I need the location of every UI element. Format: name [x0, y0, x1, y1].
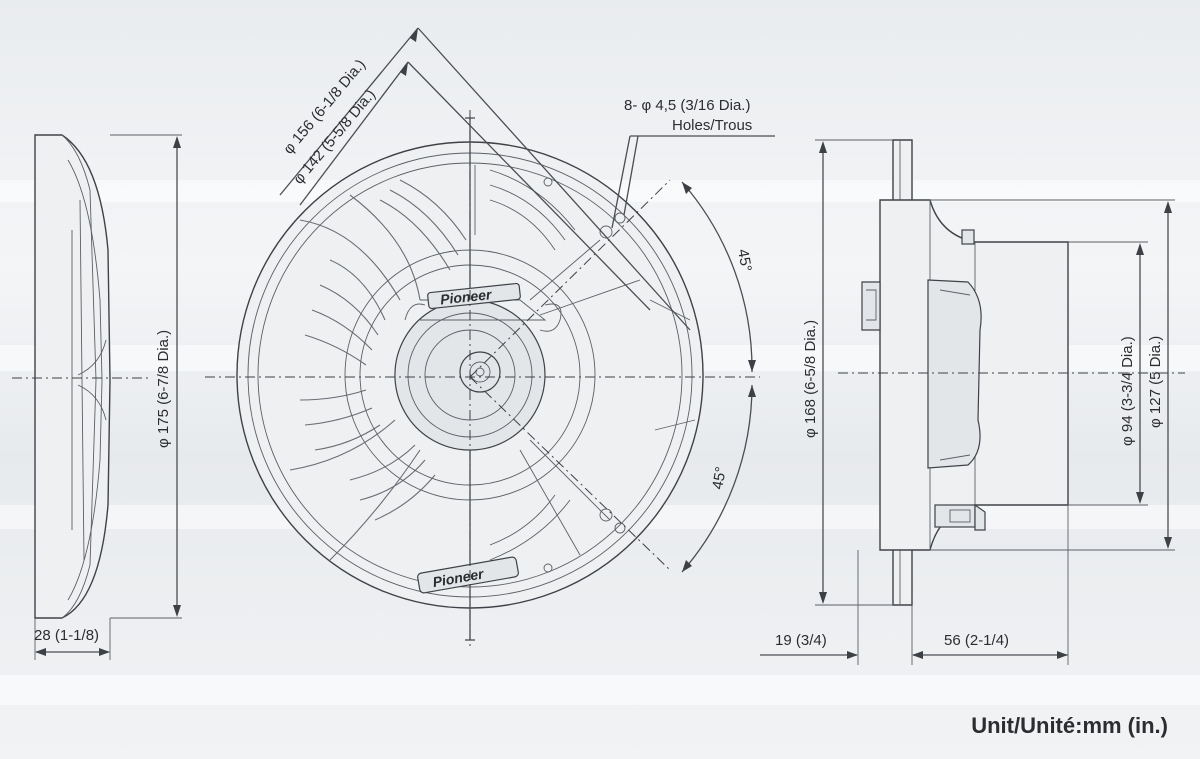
label-holes-line2: Holes/Trous — [672, 117, 752, 134]
label-dia168: φ 168 (6-5/8 Dia.) — [802, 320, 819, 438]
dimension-175: φ 175 (6-7/8 Dia.) — [110, 134, 182, 619]
label-holes-line1: 8- φ 4,5 (3/16 Dia.) — [624, 97, 750, 114]
grille-side-view — [34, 134, 111, 619]
dimension-94: φ 94 (3-3/4 Dia.) — [1068, 241, 1148, 506]
label-depth28: 28 (1-1/8) — [34, 627, 99, 644]
hole-axis-line — [469, 376, 671, 571]
dimension-19: 19 (3/4) — [760, 550, 1068, 665]
angle-45-bottom: 45° — [681, 384, 756, 573]
hole-axis-line — [469, 179, 671, 378]
unit-label: Unit/Unité:mm (in.) — [971, 713, 1168, 738]
label-depth19: 19 (3/4) — [775, 632, 827, 649]
speaker-side-view — [861, 139, 1069, 606]
label-dia127: φ 127 (5 Dia.) — [1147, 336, 1164, 428]
label-angle-top: 45° — [734, 248, 755, 273]
grille-pattern — [289, 179, 467, 561]
dimension-127: φ 127 (5 Dia.) — [930, 199, 1175, 551]
label-angle-bottom: 45° — [709, 465, 730, 490]
background-band — [0, 675, 1200, 705]
dimension-168: φ 168 (6-5/8 Dia.) — [802, 139, 893, 606]
holes-callout: 8- φ 4,5 (3/16 Dia.) Holes/Trous — [611, 97, 775, 229]
angle-45-top: 45° — [681, 181, 756, 373]
dimension-28: 28 (1-1/8) — [34, 618, 111, 660]
dimension-56: 56 (2-1/4) — [944, 505, 1069, 665]
label-dia94: φ 94 (3-3/4 Dia.) — [1119, 336, 1136, 446]
label-depth56: 56 (2-1/4) — [944, 632, 1009, 649]
label-dia175: φ 175 (6-7/8 Dia.) — [155, 330, 172, 448]
brand-logo-top: Pioneer — [439, 286, 493, 307]
mounting-holes — [543, 177, 626, 573]
